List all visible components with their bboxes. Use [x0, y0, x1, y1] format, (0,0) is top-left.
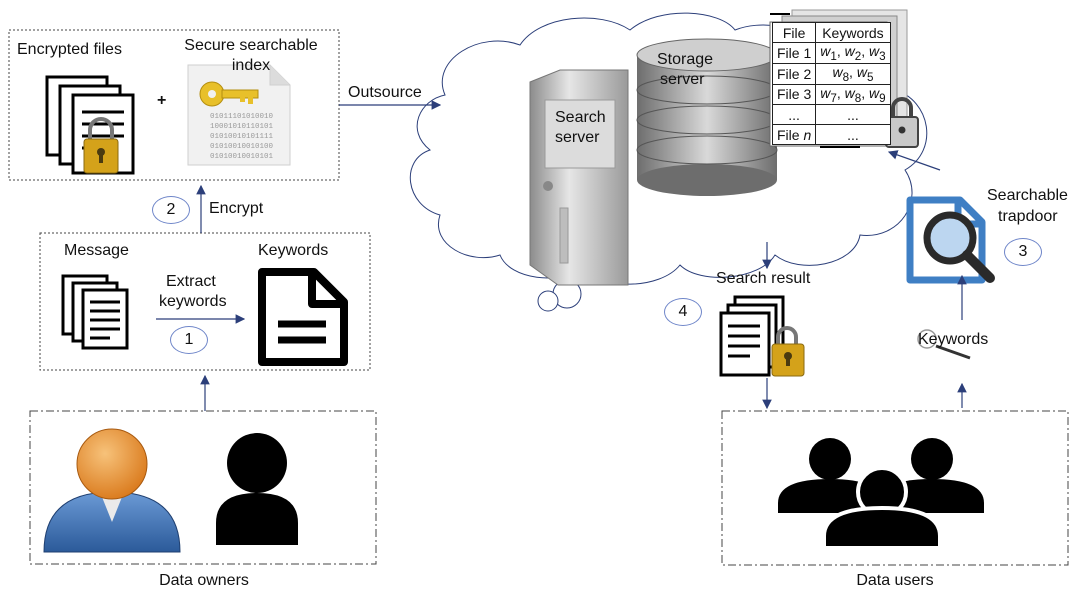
keyword-extraction-box	[39, 232, 371, 371]
index-cell-file: File 3	[771, 83, 817, 106]
svg-text:01010010101111: 01010010101111	[210, 133, 274, 141]
trapdoor-label-line2: trapdoor	[998, 208, 1058, 225]
svg-text:01010010010101: 01010010010101	[210, 153, 274, 161]
outsource-label: Outsource	[348, 84, 422, 101]
message-documents-icon	[61, 274, 129, 350]
storage-server-label-line2: server	[660, 71, 705, 88]
step-1-badge: 1	[170, 326, 208, 354]
keywords-label-owner: Keywords	[258, 242, 329, 259]
svg-text:01011101010010: 01011101010010	[210, 113, 274, 121]
index-cell-file: File n	[771, 124, 817, 146]
trapdoor-search-icon	[906, 196, 995, 284]
index-cell-file: File 1	[771, 42, 817, 64]
data-users-box	[721, 410, 1069, 566]
search-server-label-line2: server	[555, 129, 600, 146]
binary-text: 01011101010010 10001010110101 0101001010…	[210, 113, 274, 161]
index-lock-icon	[885, 97, 919, 148]
index-header-file: File	[771, 22, 817, 43]
extract-label-line2: keywords	[159, 293, 227, 310]
index-table-header-row: File Keywords	[771, 22, 891, 43]
storage-server-label-line1: Storage	[657, 51, 714, 68]
data-owners-label: Data owners	[159, 572, 249, 589]
storage-server-icon	[636, 38, 778, 196]
index-cell-keywords: w7, w8, w9	[815, 83, 891, 106]
table-row: ... ...	[771, 104, 891, 126]
step-4-badge: 4	[664, 298, 702, 326]
search-server-icon	[529, 69, 629, 286]
encrypted-files-label: Encrypted files	[17, 41, 122, 58]
search-result-label: Search result	[716, 270, 811, 287]
search-result-documents-icon	[719, 295, 805, 377]
table-row: File 2 w8, w5	[771, 62, 891, 85]
search-server-label-line1: Search	[555, 109, 606, 126]
keywords-magnifier-icon	[917, 329, 971, 360]
secure-index-label-line1: Secure searchable	[184, 37, 318, 54]
table-row: File n ...	[771, 124, 891, 146]
index-cell-keywords: w1, w2, w3	[815, 42, 891, 64]
index-cell-keywords: w8, w5	[815, 62, 891, 85]
table-row: File 3 w7, w8, w9	[771, 83, 891, 106]
users-group-icon	[778, 438, 984, 550]
owner-person-icon	[216, 433, 298, 545]
lock-icon	[83, 117, 119, 174]
key-icon	[199, 81, 259, 107]
encrypt-label: Encrypt	[209, 200, 264, 217]
plus-sign: +	[157, 92, 167, 109]
keywords-label-user: Keywords	[918, 331, 989, 348]
secure-index-label-line2: index	[231, 57, 271, 74]
owner-avatar-icon	[43, 428, 181, 553]
keywords-document-icon	[258, 268, 348, 366]
index-cell-keywords: ...	[815, 124, 891, 146]
table-row: File 1 w1, w2, w3	[771, 42, 891, 64]
svg-text:01010010010100: 01010010010100	[210, 143, 274, 151]
svg-text:10001010110101: 10001010110101	[210, 123, 274, 131]
trapdoor-label-line1: Searchable	[987, 187, 1068, 204]
step-3-badge: 3	[1004, 238, 1042, 266]
extract-label-line1: Extract	[166, 273, 216, 290]
trapdoor-to-cloud-arrow	[887, 150, 941, 171]
cloud-bubble-small	[537, 290, 559, 312]
index-header-keywords: Keywords	[815, 22, 891, 43]
data-owners-box	[29, 410, 377, 565]
step-2-badge: 2	[152, 196, 190, 224]
message-label: Message	[64, 242, 129, 259]
index-cell-file: File 2	[771, 62, 817, 85]
index-table: File Keywords File 1 w1, w2, w3 File 2 w…	[771, 22, 891, 146]
data-users-label: Data users	[856, 572, 934, 589]
index-cell-keywords: ...	[815, 104, 891, 126]
index-cell-file: ...	[771, 104, 817, 126]
